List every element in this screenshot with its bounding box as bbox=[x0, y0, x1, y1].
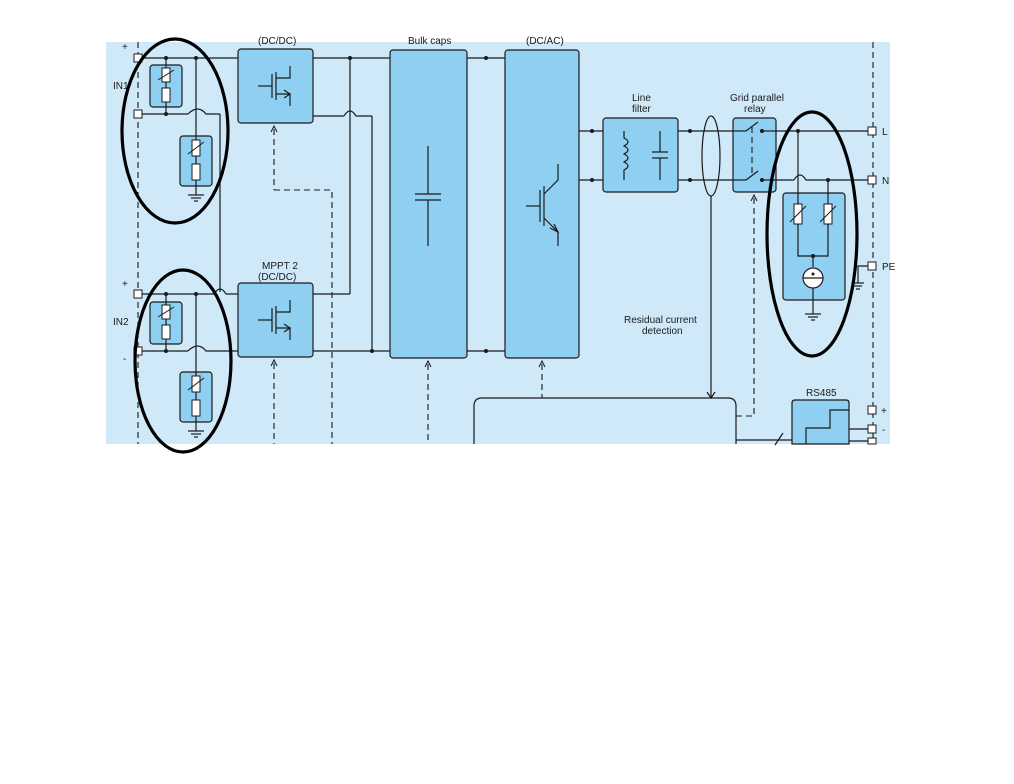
fuse-icon bbox=[191, 399, 201, 417]
relay-label-1: Grid parallel bbox=[730, 93, 784, 104]
rs485-gnd-terminal bbox=[867, 437, 877, 445]
mosfet-switch-icon bbox=[258, 66, 292, 106]
mosfet-switch-icon bbox=[258, 300, 292, 340]
igbt-icon bbox=[526, 164, 560, 246]
gas-discharge-tube-icon bbox=[802, 267, 824, 289]
l-label: L bbox=[882, 127, 888, 138]
n-terminal bbox=[867, 175, 877, 185]
line-filter-block bbox=[602, 117, 679, 193]
fuse-icon bbox=[161, 87, 171, 103]
in1-minus-terminal bbox=[133, 109, 143, 119]
line-filter-label-2: filter bbox=[632, 104, 652, 115]
mppt1-subtitle: (DC/DC) bbox=[258, 36, 296, 47]
diagram-panel bbox=[106, 42, 890, 444]
in2-plus-terminal bbox=[133, 289, 143, 299]
rs485-label: RS485 bbox=[806, 388, 837, 399]
pe-terminal bbox=[867, 261, 877, 271]
capacitor-icon bbox=[652, 131, 668, 180]
inverter-dcac-block bbox=[504, 49, 580, 359]
in1-label: IN1 bbox=[113, 81, 129, 92]
fuse-icon bbox=[161, 324, 171, 340]
in2-minus-label: - bbox=[123, 354, 126, 365]
residual-current-label-2: detection bbox=[642, 326, 683, 337]
in2-plus-label: + bbox=[122, 279, 128, 290]
bulk-caps-label: Bulk caps bbox=[408, 36, 451, 47]
capacitor-icon bbox=[415, 146, 441, 246]
mppt2-title: MPPT 2 bbox=[262, 261, 298, 272]
rs485-plus-label: + bbox=[881, 406, 887, 417]
ground-icon bbox=[805, 313, 821, 321]
highlight-ring-in2 bbox=[133, 268, 233, 454]
rs485-block bbox=[791, 399, 850, 445]
in2-label: IN2 bbox=[113, 317, 129, 328]
in1-minus-crossover bbox=[187, 108, 220, 115]
mppt2-subtitle: (DC/DC) bbox=[258, 272, 296, 283]
rs485-minus-terminal bbox=[867, 424, 877, 434]
highlight-ring-ac bbox=[765, 110, 859, 358]
fuse-icon bbox=[191, 163, 201, 181]
residual-current-label-1: Residual current bbox=[624, 315, 697, 326]
line-filter-label-1: Line bbox=[632, 93, 651, 104]
grid-relay-block bbox=[732, 117, 777, 193]
rs485-plus-terminal bbox=[867, 405, 877, 415]
relay-label-2: relay bbox=[744, 104, 766, 115]
inverter-subtitle: (DC/AC) bbox=[526, 36, 564, 47]
rs485-minus-label: - bbox=[882, 425, 885, 436]
highlight-ring-in1 bbox=[120, 37, 230, 225]
n-label: N bbox=[882, 176, 889, 187]
in1-plus-label: + bbox=[122, 42, 128, 53]
ground-icon bbox=[188, 194, 204, 202]
l-terminal bbox=[867, 126, 877, 136]
control-unit-block bbox=[473, 397, 737, 444]
ground-icon bbox=[188, 430, 204, 438]
inductor-icon bbox=[622, 131, 629, 180]
pe-label: PE bbox=[882, 262, 896, 273]
